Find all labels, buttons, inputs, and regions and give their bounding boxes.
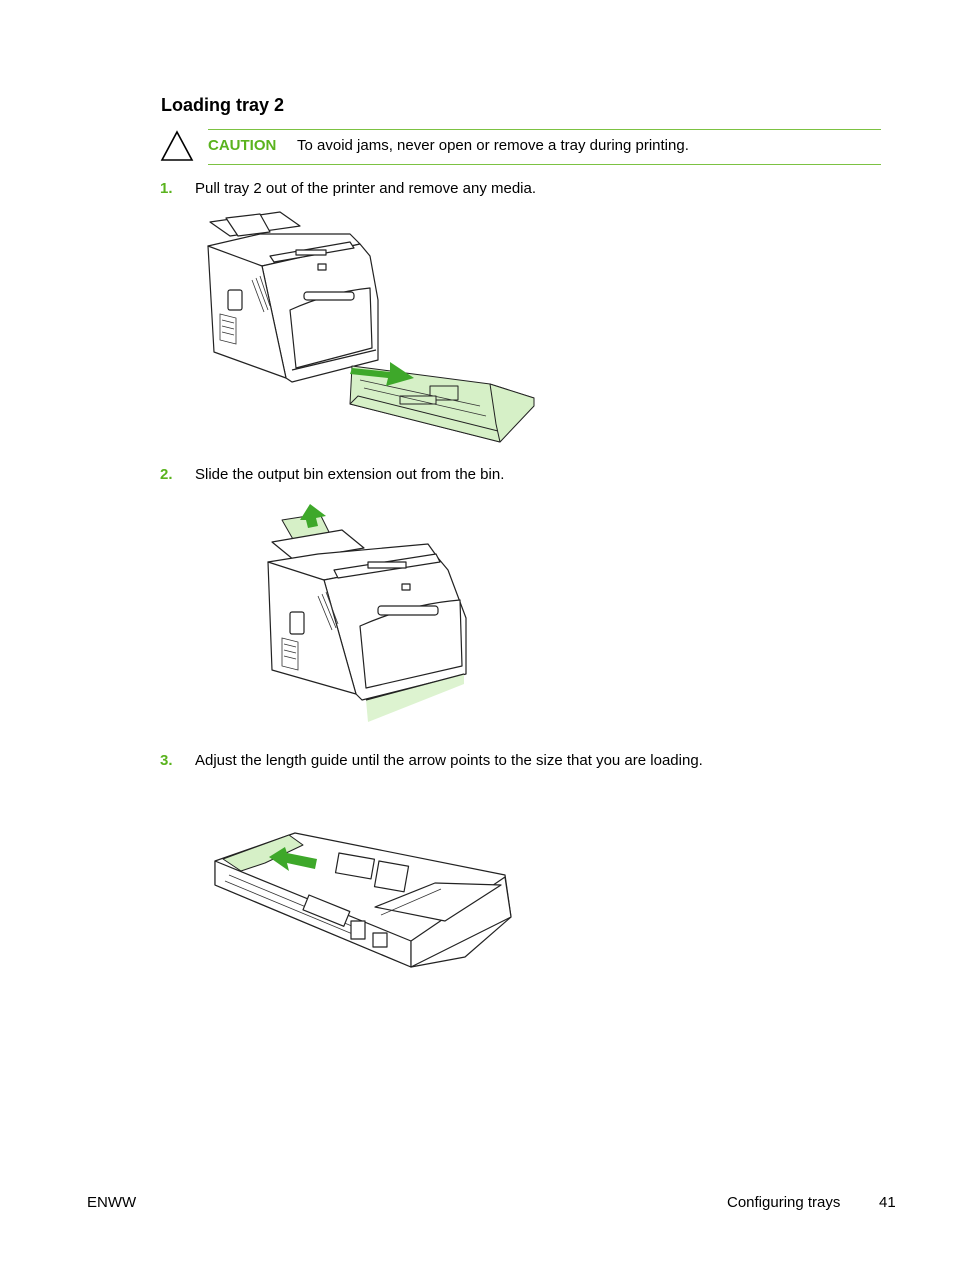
caution-triangle-icon bbox=[160, 130, 194, 161]
caution-box bbox=[208, 129, 881, 165]
tray-length-guide-illustration bbox=[214, 832, 512, 968]
footer-left: ENWW bbox=[87, 1194, 137, 1211]
step-2-text: Slide the output bin extension out from … bbox=[195, 466, 505, 483]
step-3-number: 3. bbox=[160, 752, 173, 769]
caution-label: CAUTION bbox=[208, 137, 277, 154]
caution-text: To avoid jams, never open or remove a tr… bbox=[297, 137, 689, 154]
printer-bin-extension-illustration bbox=[267, 504, 467, 722]
step-1-text: Pull tray 2 out of the printer and remov… bbox=[195, 180, 537, 197]
footer-section: Configuring trays bbox=[727, 1194, 841, 1211]
step-1-number: 1. bbox=[160, 180, 173, 197]
step-2-number: 2. bbox=[160, 466, 173, 483]
printer-tray-removed-illustration bbox=[207, 211, 535, 443]
section-title: Loading tray 2 bbox=[161, 95, 285, 115]
footer-page-number: 41 bbox=[879, 1194, 896, 1211]
step-3-text: Adjust the length guide until the arrow … bbox=[195, 752, 703, 769]
